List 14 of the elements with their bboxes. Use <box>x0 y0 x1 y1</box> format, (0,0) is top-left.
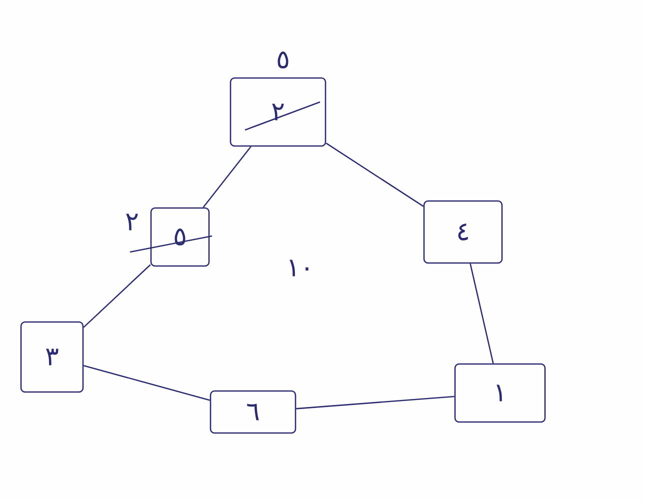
digit-box: ٣ <box>20 321 84 393</box>
digit-box: ٤ <box>423 200 503 264</box>
digit-box: ١ <box>454 363 546 423</box>
connector-line <box>296 396 454 410</box>
digit-label: ٢ <box>126 214 138 230</box>
connector-line <box>326 142 424 207</box>
digit-box: ٦ <box>210 390 296 434</box>
connector-line <box>83 264 151 328</box>
sum-label: ١٠ <box>290 260 308 276</box>
digit-label: ٥ <box>278 52 288 68</box>
digit-box: ٢ <box>230 77 326 147</box>
connector-line <box>470 263 494 364</box>
connector-line <box>83 365 210 401</box>
connector-line <box>202 146 252 208</box>
